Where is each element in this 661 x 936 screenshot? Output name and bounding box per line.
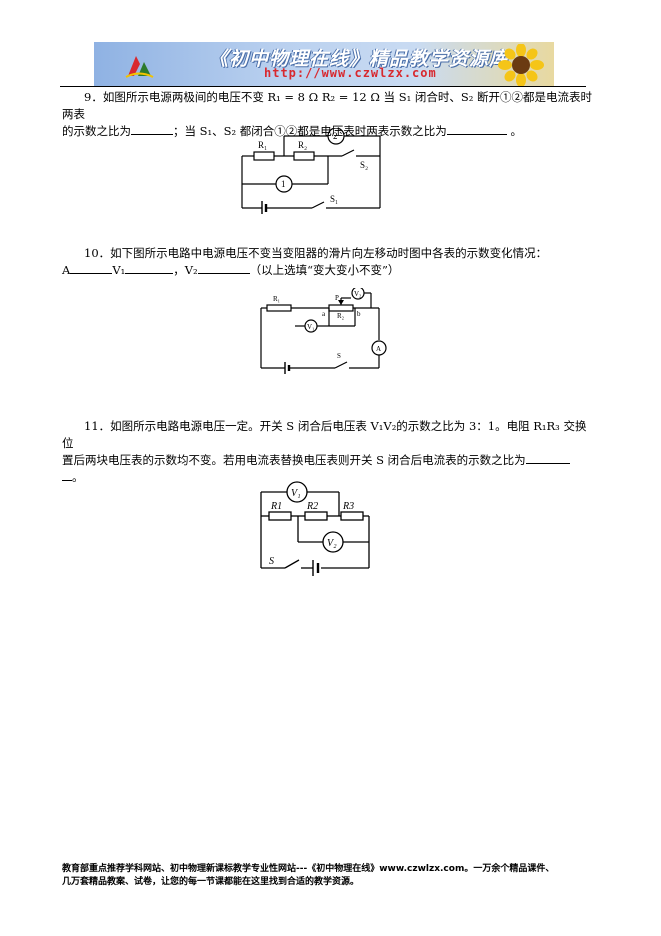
- banner-title: 《初中物理在线》精品教学资源库: [209, 48, 510, 70]
- q9-line2a: 的示数之比为: [62, 124, 131, 138]
- q11-answer-part1[interactable]: [525, 452, 570, 464]
- q10-hint: （以上选填“变大变小不变”）: [249, 263, 400, 277]
- q10-answer-a[interactable]: [70, 262, 113, 274]
- q11-label-v1: V₁: [291, 488, 301, 499]
- question-11: 11．如图所示电路电源电压一定。开关 S 闭合后电压表 V₁V₂的示数之比为 3…: [62, 418, 592, 486]
- q9-line2b: ；当 S₁、S₂ 都闭合①②都是电压表时两表示数之比为: [173, 124, 447, 138]
- q11-circuit-diagram: V₁ R1 R2 R3 V₂ S: [260, 481, 370, 576]
- q10-slider-arrow-icon: [338, 300, 344, 305]
- q10-label-p: P: [335, 294, 339, 302]
- q10-label-a: A: [62, 263, 71, 277]
- q11-label-r3: R3: [342, 501, 354, 512]
- banner-url[interactable]: http://www.czwlzx.com: [264, 66, 437, 80]
- q10-label-a: a: [322, 310, 326, 318]
- q9-label-s1: S₁: [330, 194, 338, 204]
- q10-label-v1: V₁: [307, 323, 315, 331]
- footer-line1: 教育部重点推荐学科网站、初中物理新课标教学专业性网站---《初中物理在线》www…: [62, 864, 555, 874]
- question-9: 9．如图所示电源两极间的电压不变 R₁ = 8 Ω R₂ = 12 Ω 当 S₁…: [62, 89, 592, 140]
- q11-label-v2: V₂: [327, 538, 337, 549]
- q11-line2: 置后两块电压表的示数均不变。若用电流表替换电压表则开关 S 闭合后电流表的示数之…: [62, 453, 526, 467]
- q10-circuit-diagram: R₁ P V₂ a R₂ b V₁ A S: [260, 288, 387, 374]
- q10-label-v1: V₁: [112, 263, 126, 277]
- q10-line1: 10．如下图所示电路中电源电压不变当变阻器的滑片向左移动时图中各表的示数变化情况…: [84, 246, 548, 260]
- q10-label-r2: R₂: [337, 312, 345, 320]
- q11-label-s: S: [269, 556, 274, 567]
- q11-resistor-r3: [340, 511, 364, 521]
- q9-label-r2: R₂: [298, 140, 307, 150]
- q10-answer-v2[interactable]: [197, 262, 250, 274]
- q9-circuit-diagram: R₁ R₂ 2 1 S₂ S₁: [241, 128, 381, 214]
- q9-answer-2[interactable]: [446, 123, 507, 135]
- q10-label-b: b: [357, 310, 361, 318]
- q11-resistor-r2: [304, 511, 328, 521]
- q9-label-meter1: 1: [281, 179, 286, 189]
- q10-label-r1: R₁: [273, 295, 280, 303]
- q10-resistor-r2: [328, 304, 354, 312]
- q9-answer-1[interactable]: [131, 123, 173, 135]
- q9-resistor-r1: [253, 151, 275, 161]
- q11-line3-end: 。: [72, 470, 84, 484]
- footer-line2: 几万套精品教案、试卷，让您的每一节课都能在这里找到合适的教学资源。: [62, 877, 360, 887]
- q9-label-meter2: 2: [333, 131, 338, 141]
- q11-answer-part2[interactable]: [62, 469, 72, 481]
- q9-line1: 9．如图所示电源两极间的电压不变 R₁ = 8 Ω R₂ = 12 Ω 当 S₁…: [62, 90, 592, 121]
- q10-answer-v1[interactable]: [125, 262, 174, 274]
- q9-label-r1: R₁: [258, 140, 267, 150]
- q9-line2c: 。: [510, 124, 522, 138]
- sunflower-icon: [498, 44, 544, 86]
- q11-line1: 11．如图所示电路电源电压一定。开关 S 闭合后电压表 V₁V₂的示数之比为 3…: [62, 419, 587, 450]
- site-logo-icon: [125, 56, 154, 78]
- question-10: 10．如下图所示电路中电源电压不变当变阻器的滑片向左移动时图中各表的示数变化情况…: [62, 246, 548, 277]
- q9-label-s2: S₂: [360, 160, 368, 170]
- page-footer: 教育部重点推荐学科网站、初中物理新课标教学专业性网站---《初中物理在线》www…: [62, 863, 602, 889]
- q10-label-s: S: [337, 352, 341, 360]
- q10-label-ammeter: A: [376, 345, 381, 353]
- q11-label-r1: R1: [270, 501, 282, 512]
- q10-label-v2: V₂: [354, 290, 362, 298]
- q11-label-r2: R2: [306, 501, 318, 512]
- header-rule: [60, 86, 586, 87]
- q11-resistor-r1: [268, 511, 292, 521]
- q10-label-v2: V₂: [184, 263, 198, 277]
- header-banner: 《初中物理在线》精品教学资源库 http://www.czwlzx.com: [94, 42, 554, 86]
- q10-resistor-r1: [266, 304, 292, 312]
- q9-resistor-r2: [293, 151, 315, 161]
